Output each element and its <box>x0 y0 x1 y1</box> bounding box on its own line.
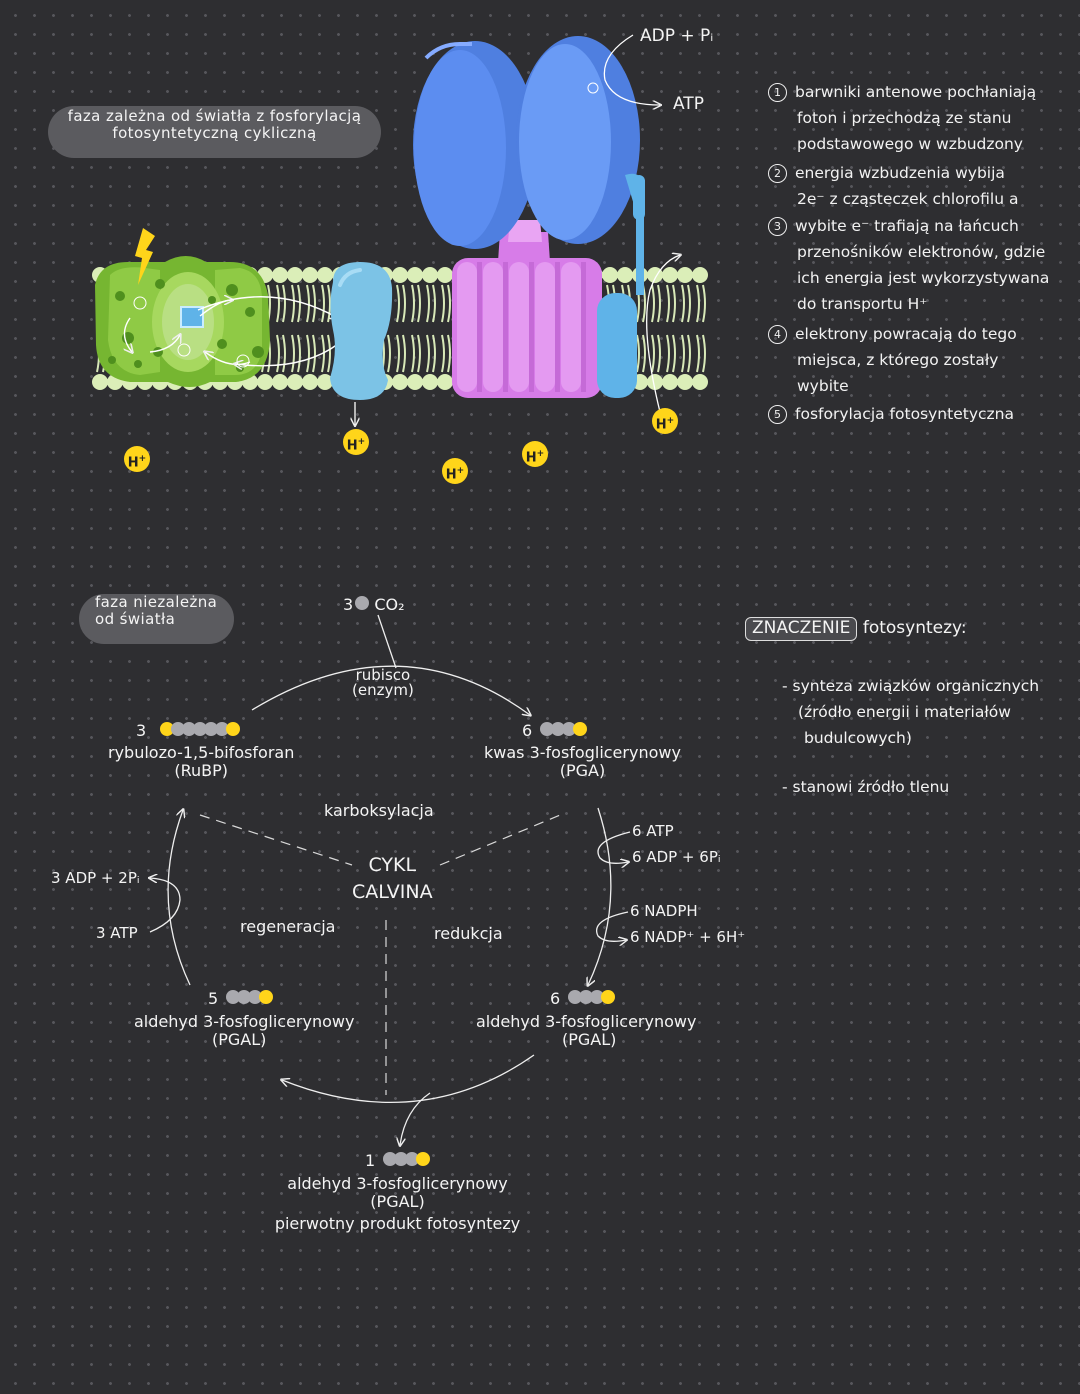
pga-abbr: (PGA) <box>559 761 606 781</box>
carboxylation-label: karboksylacja <box>324 801 434 820</box>
light-bolt-icon <box>135 228 155 285</box>
pgal6-abbr: (PGAL) <box>562 1030 617 1050</box>
proton-badge: H+ <box>124 446 150 472</box>
note-number: 1 <box>768 83 787 102</box>
note-3: 3 wybite e⁻ trafiają na łańcuch przenośni… <box>768 213 1049 317</box>
co2-input: 3 CO₂ <box>343 595 405 614</box>
nadph6-label: 6 NADPH <box>630 902 698 920</box>
regeneration-label: regeneracja <box>240 917 336 936</box>
proton-badge: H+ <box>343 429 369 455</box>
note-5: 5 fosforylacja fotosyntetyczna <box>768 401 1014 427</box>
primary-product-label: pierwotny produkt fotosyntezy <box>274 1214 521 1234</box>
rubp-molecule: 3 rybulozo-1,5-bifosforan (RuBP) <box>108 721 295 781</box>
note-number: 5 <box>768 405 787 424</box>
note-1: 1 barwniki antenowe pochłaniają foton i p… <box>768 79 1036 157</box>
significance-heading-box: ZNACZENIE <box>745 617 858 641</box>
proton-badge: H+ <box>442 458 468 484</box>
note-line: przenośników elektronów, gdzie <box>797 243 1046 261</box>
pgal6-molecule: 6 aldehyd 3-fosfoglicerynowy (PGAL) <box>476 989 697 1050</box>
proton-badge: H+ <box>652 408 678 434</box>
significance-heading: ZNACZENIE fotosyntezy: <box>745 617 967 641</box>
cytochrome-complex <box>330 262 393 400</box>
pgal5-molecule: 5 aldehyd 3-fosfoglicerynowy (PGAL) <box>134 989 355 1050</box>
note-line: foton i przechodzą ze stanu <box>797 109 1012 127</box>
significance-item-1: - synteza związków organicznych (źródło … <box>782 677 1040 747</box>
note-line: wybite <box>797 377 849 395</box>
significance-heading-rest: fotosyntezy: <box>862 618 967 638</box>
note-line: podstawowego w wzbudzony <box>797 135 1023 153</box>
adp6-label: 6 ADP + 6Pᵢ <box>632 848 721 866</box>
significance-item-2: - stanowi źródło tlenu <box>782 778 950 796</box>
proton-badge: H+ <box>522 441 548 467</box>
dark-phase-label: faza niezależna od światła <box>79 593 250 629</box>
note-line: barwniki antenowe pochłaniają <box>795 83 1037 101</box>
note-line: 2e⁻ z cząsteczek chlorofilu a <box>797 190 1019 208</box>
atp3-label: 3 ATP <box>96 924 138 942</box>
atp6-label: 6 ATP <box>632 822 674 840</box>
adp-pi-label: ADP + Pᵢ <box>640 26 714 46</box>
light-phase-pill <box>48 106 381 158</box>
rubp-name: rybulozo-1,5-bifosforan <box>108 742 295 762</box>
pgal5-abbr: (PGAL) <box>212 1030 267 1050</box>
note-line: elektrony powracają do tego <box>795 325 1017 343</box>
molecule-dots <box>355 596 370 614</box>
light-phase-label: faza zależna od światła z fosforylacją f… <box>48 107 381 143</box>
note-line: miejsca, z którego zostały <box>797 351 999 369</box>
rubp-abbr: (RuBP) <box>174 761 228 781</box>
light-phase-line-2: fotosyntetyczną cykliczną <box>112 124 317 143</box>
note-number: 4 <box>768 325 787 344</box>
pgal1-molecule: 1 aldehyd 3-fosfoglicerynowy (PGAL) pier… <box>265 1151 530 1234</box>
pgal5-name: aldehyd 3-fosfoglicerynowy <box>134 1011 355 1031</box>
rubisco-label: rubisco (enzym) <box>352 666 414 699</box>
reduction-label: redukcja <box>434 924 503 943</box>
atp-label-top: ATP <box>673 94 704 114</box>
molecule-dots <box>383 1152 431 1170</box>
pgal1-abbr: (PGAL) <box>370 1192 425 1212</box>
adp3-label: 3 ADP + 2Pᵢ <box>51 869 140 887</box>
dark-phase-pill <box>79 594 234 644</box>
dark-phase-line-1: faza niezależna <box>95 593 218 611</box>
light-phase-line-1: faza zależna od światła z fosforylacją <box>67 107 362 125</box>
note-line: fosforylacja fotosyntetyczna <box>795 405 1014 423</box>
molecule-dots <box>226 990 274 1008</box>
note-4: 4 elektrony powracają do tego miejsca, z … <box>768 321 1017 399</box>
note-number: 3 <box>768 217 787 236</box>
nadp6-label: 6 NADP⁺ + 6H⁺ <box>630 928 746 946</box>
atp-synthase-complex <box>413 36 645 398</box>
calvin-cycle-title: CYKL CALVINA <box>352 854 433 903</box>
pgal6-name: aldehyd 3-fosfoglicerynowy <box>476 1011 697 1031</box>
note-2: 2 energia wzbudzenia wybija 2e⁻ z cząstec… <box>768 160 1018 212</box>
molecule-dots <box>160 722 241 740</box>
molecule-dots <box>540 722 588 740</box>
dark-phase-line-2: od światła <box>95 610 176 629</box>
note-number: 2 <box>768 164 787 183</box>
note-line: wybite e⁻ trafiają na łańcuch <box>795 217 1019 235</box>
note-line: energia wzbudzenia wybija <box>795 164 1005 182</box>
note-line: ich energia jest wykorzystywana <box>797 269 1050 287</box>
note-line: do transportu H⁺ <box>797 295 928 313</box>
photosystem-complex <box>95 256 347 387</box>
pga-molecule: 6 kwas 3-fosfoglicerynowy (PGA) <box>484 721 681 781</box>
molecule-dots <box>568 990 616 1008</box>
pga-name: kwas 3-fosfoglicerynowy <box>484 742 681 762</box>
pgal1-name: aldehyd 3-fosfoglicerynowy <box>287 1173 508 1193</box>
